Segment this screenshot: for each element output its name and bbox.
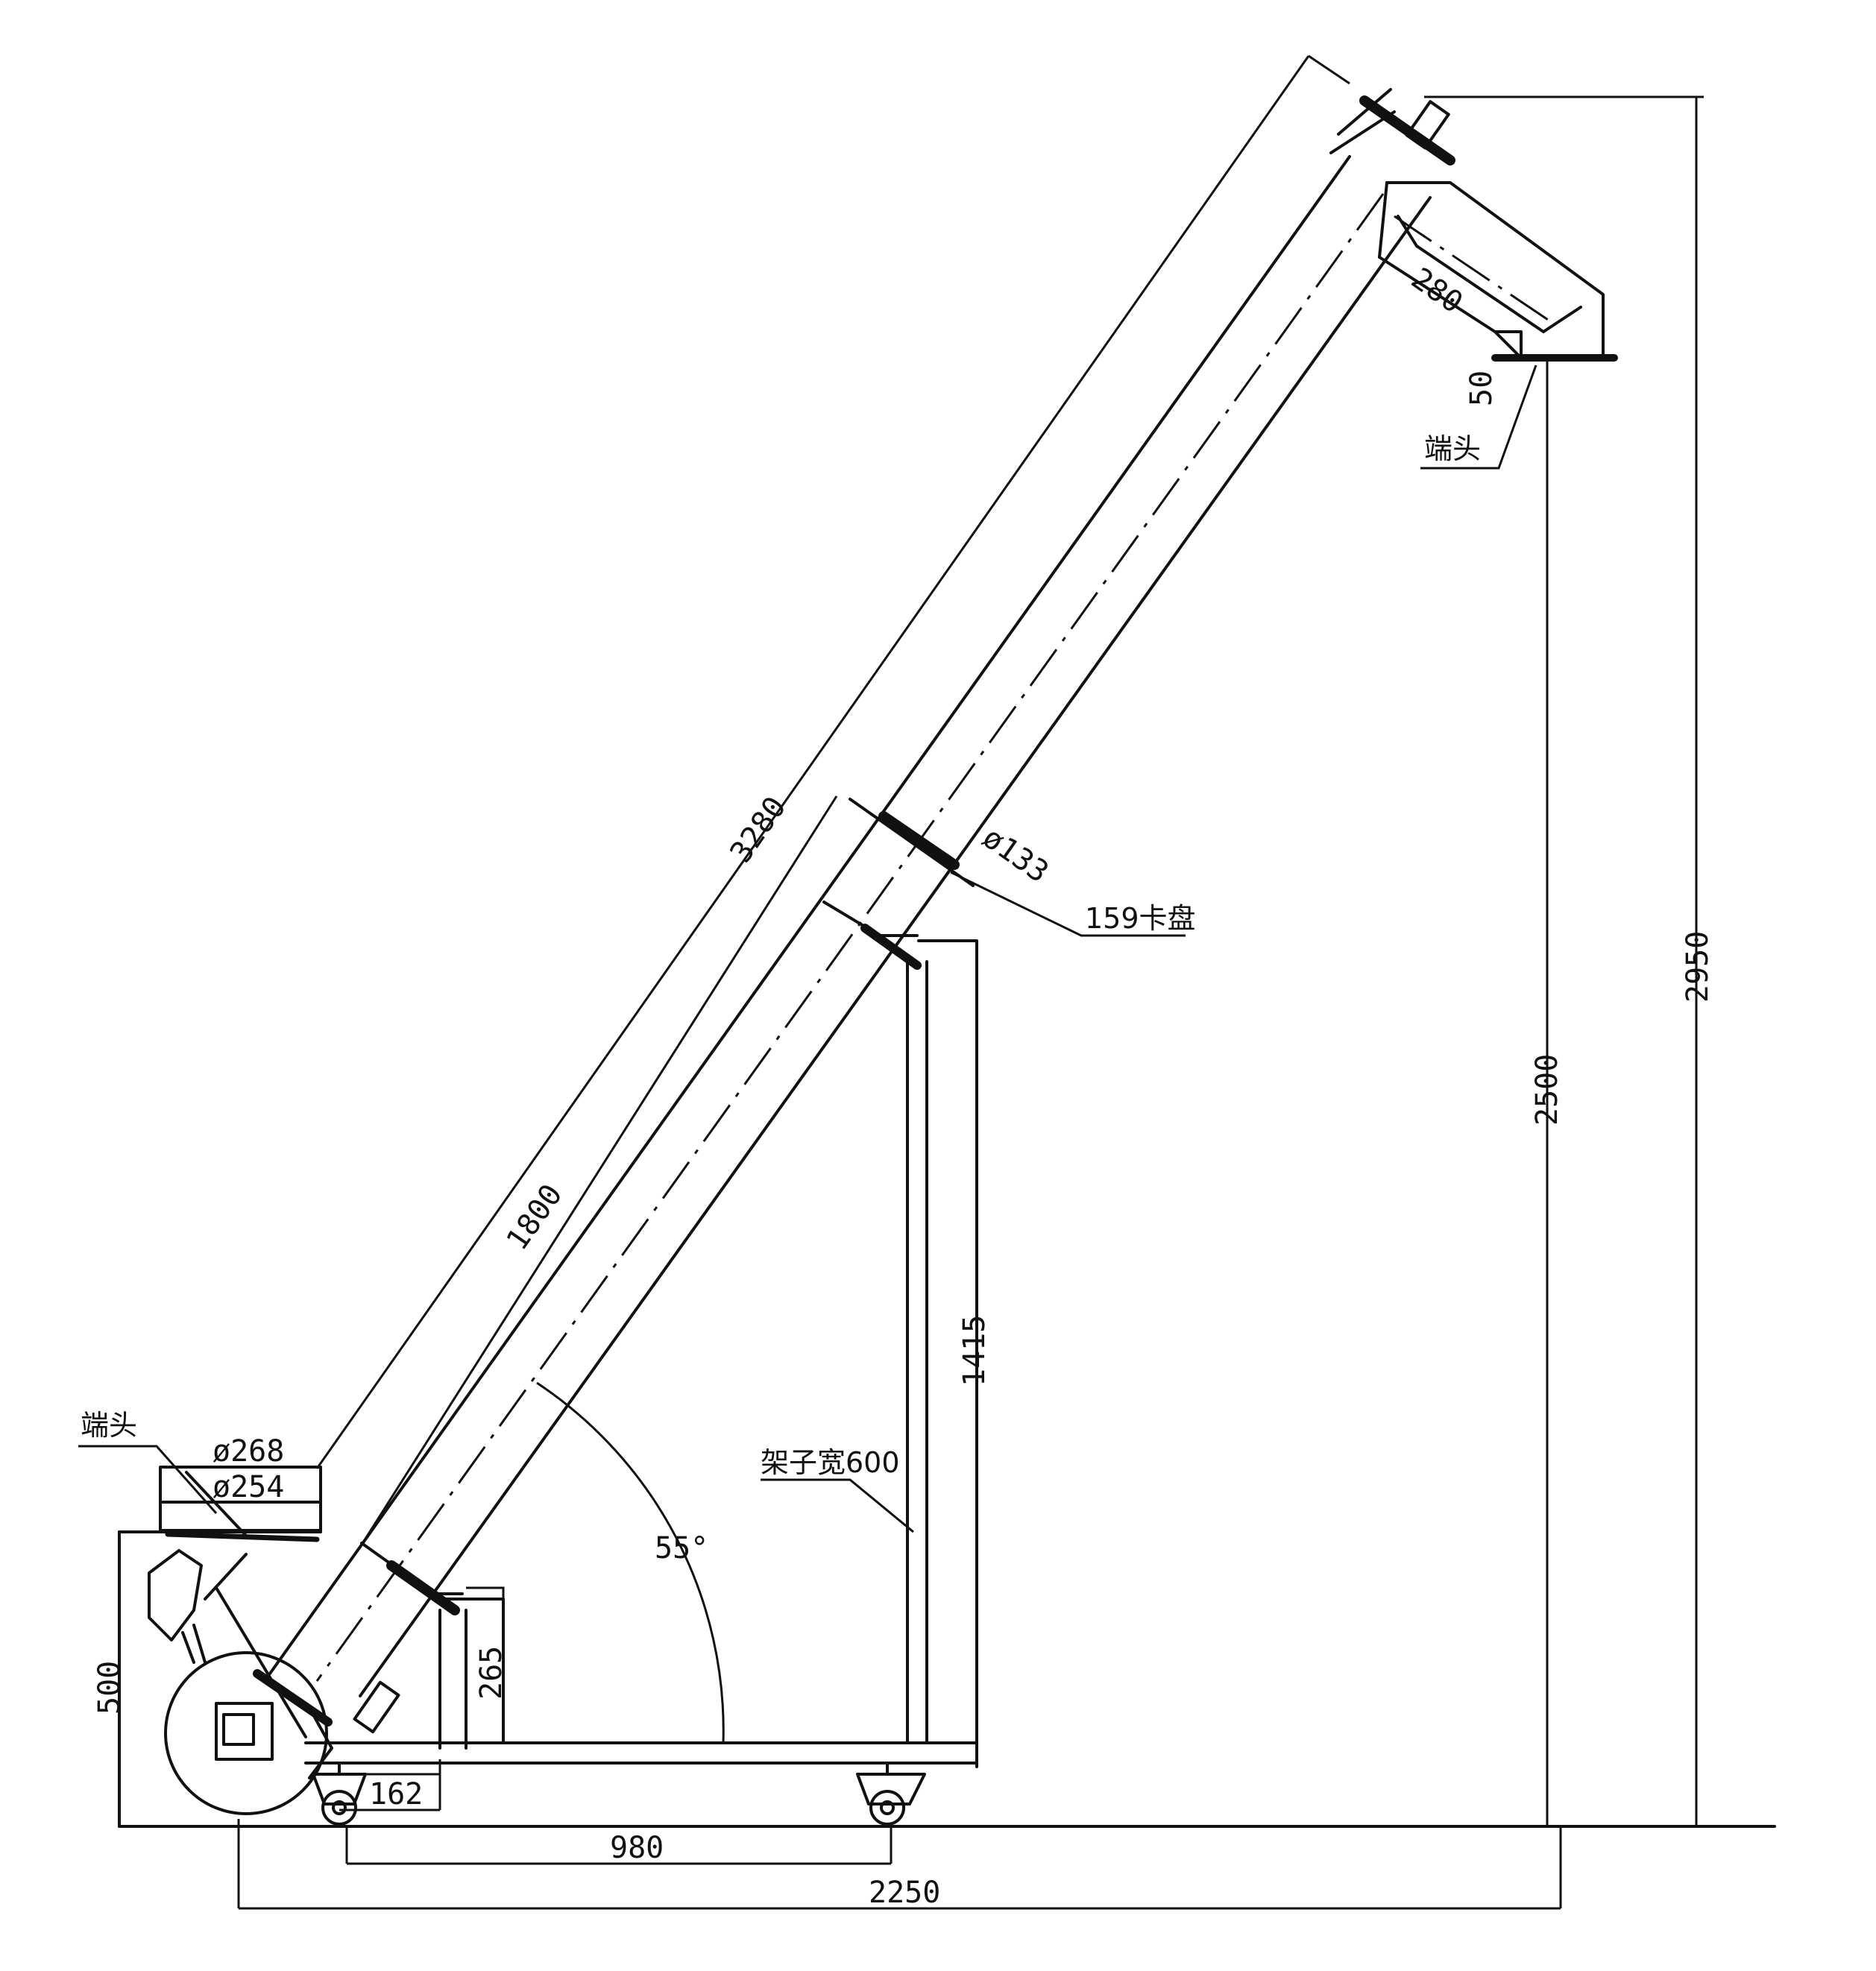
- dim-1800-line: [356, 795, 838, 1551]
- dim-980: [345, 1826, 893, 1865]
- outlet-spout: [1378, 181, 1618, 362]
- upper-frame: [822, 798, 978, 1768]
- dim-162: [339, 1759, 441, 1811]
- dim-1800-label: 1800: [500, 1178, 570, 1256]
- dim-2250-label: 2250: [869, 1876, 940, 1910]
- dim-3280-line: [315, 55, 1310, 1469]
- dim-2500-label: 2500: [1530, 1054, 1564, 1126]
- wheel-right: [856, 1762, 926, 1826]
- inlet-end-label: 端头: [81, 1409, 137, 1442]
- dim-diameter-133-label: ø133: [976, 821, 1054, 890]
- dim-hopper-inner-label: ø254: [213, 1470, 284, 1504]
- angle-arc: [536, 1381, 725, 1744]
- outlet-end-label: 端头: [1424, 432, 1481, 465]
- frame-width-label: 架子宽600: [761, 1446, 900, 1479]
- dim-2250: [237, 1819, 1562, 1910]
- clamp-label: 159卡盘: [1085, 902, 1196, 935]
- inlet-end-leader: [78, 1445, 218, 1514]
- dim-500-label: 500: [92, 1661, 127, 1715]
- dim-2950: [1424, 95, 1704, 1826]
- dim-265-label: 265: [474, 1646, 509, 1700]
- dim-50-label: 50: [1464, 370, 1499, 406]
- dim-1415-label: 1415: [957, 1315, 992, 1387]
- top-flange: [1359, 95, 1455, 165]
- base-frame: [304, 1741, 978, 1765]
- dim-hopper-outer-label: ø268: [213, 1434, 284, 1469]
- dim-2950-label: 2950: [1681, 931, 1715, 1003]
- hopper-assembly: [118, 1466, 400, 1828]
- dim-162-label: 162: [369, 1777, 423, 1811]
- frame-width-leader: [761, 1478, 914, 1533]
- angle-label: 55°: [655, 1531, 708, 1565]
- outlet-end-callout: [1420, 365, 1537, 470]
- mid-clamp: [878, 811, 1186, 937]
- wheel-left: [312, 1762, 367, 1826]
- tube-centerline: [315, 193, 1385, 1682]
- dim-980-label: 980: [610, 1831, 664, 1865]
- dim-3280-label: 3280: [724, 790, 793, 868]
- dim-265: [466, 1586, 505, 1741]
- dim-280-label: 280: [1405, 262, 1469, 321]
